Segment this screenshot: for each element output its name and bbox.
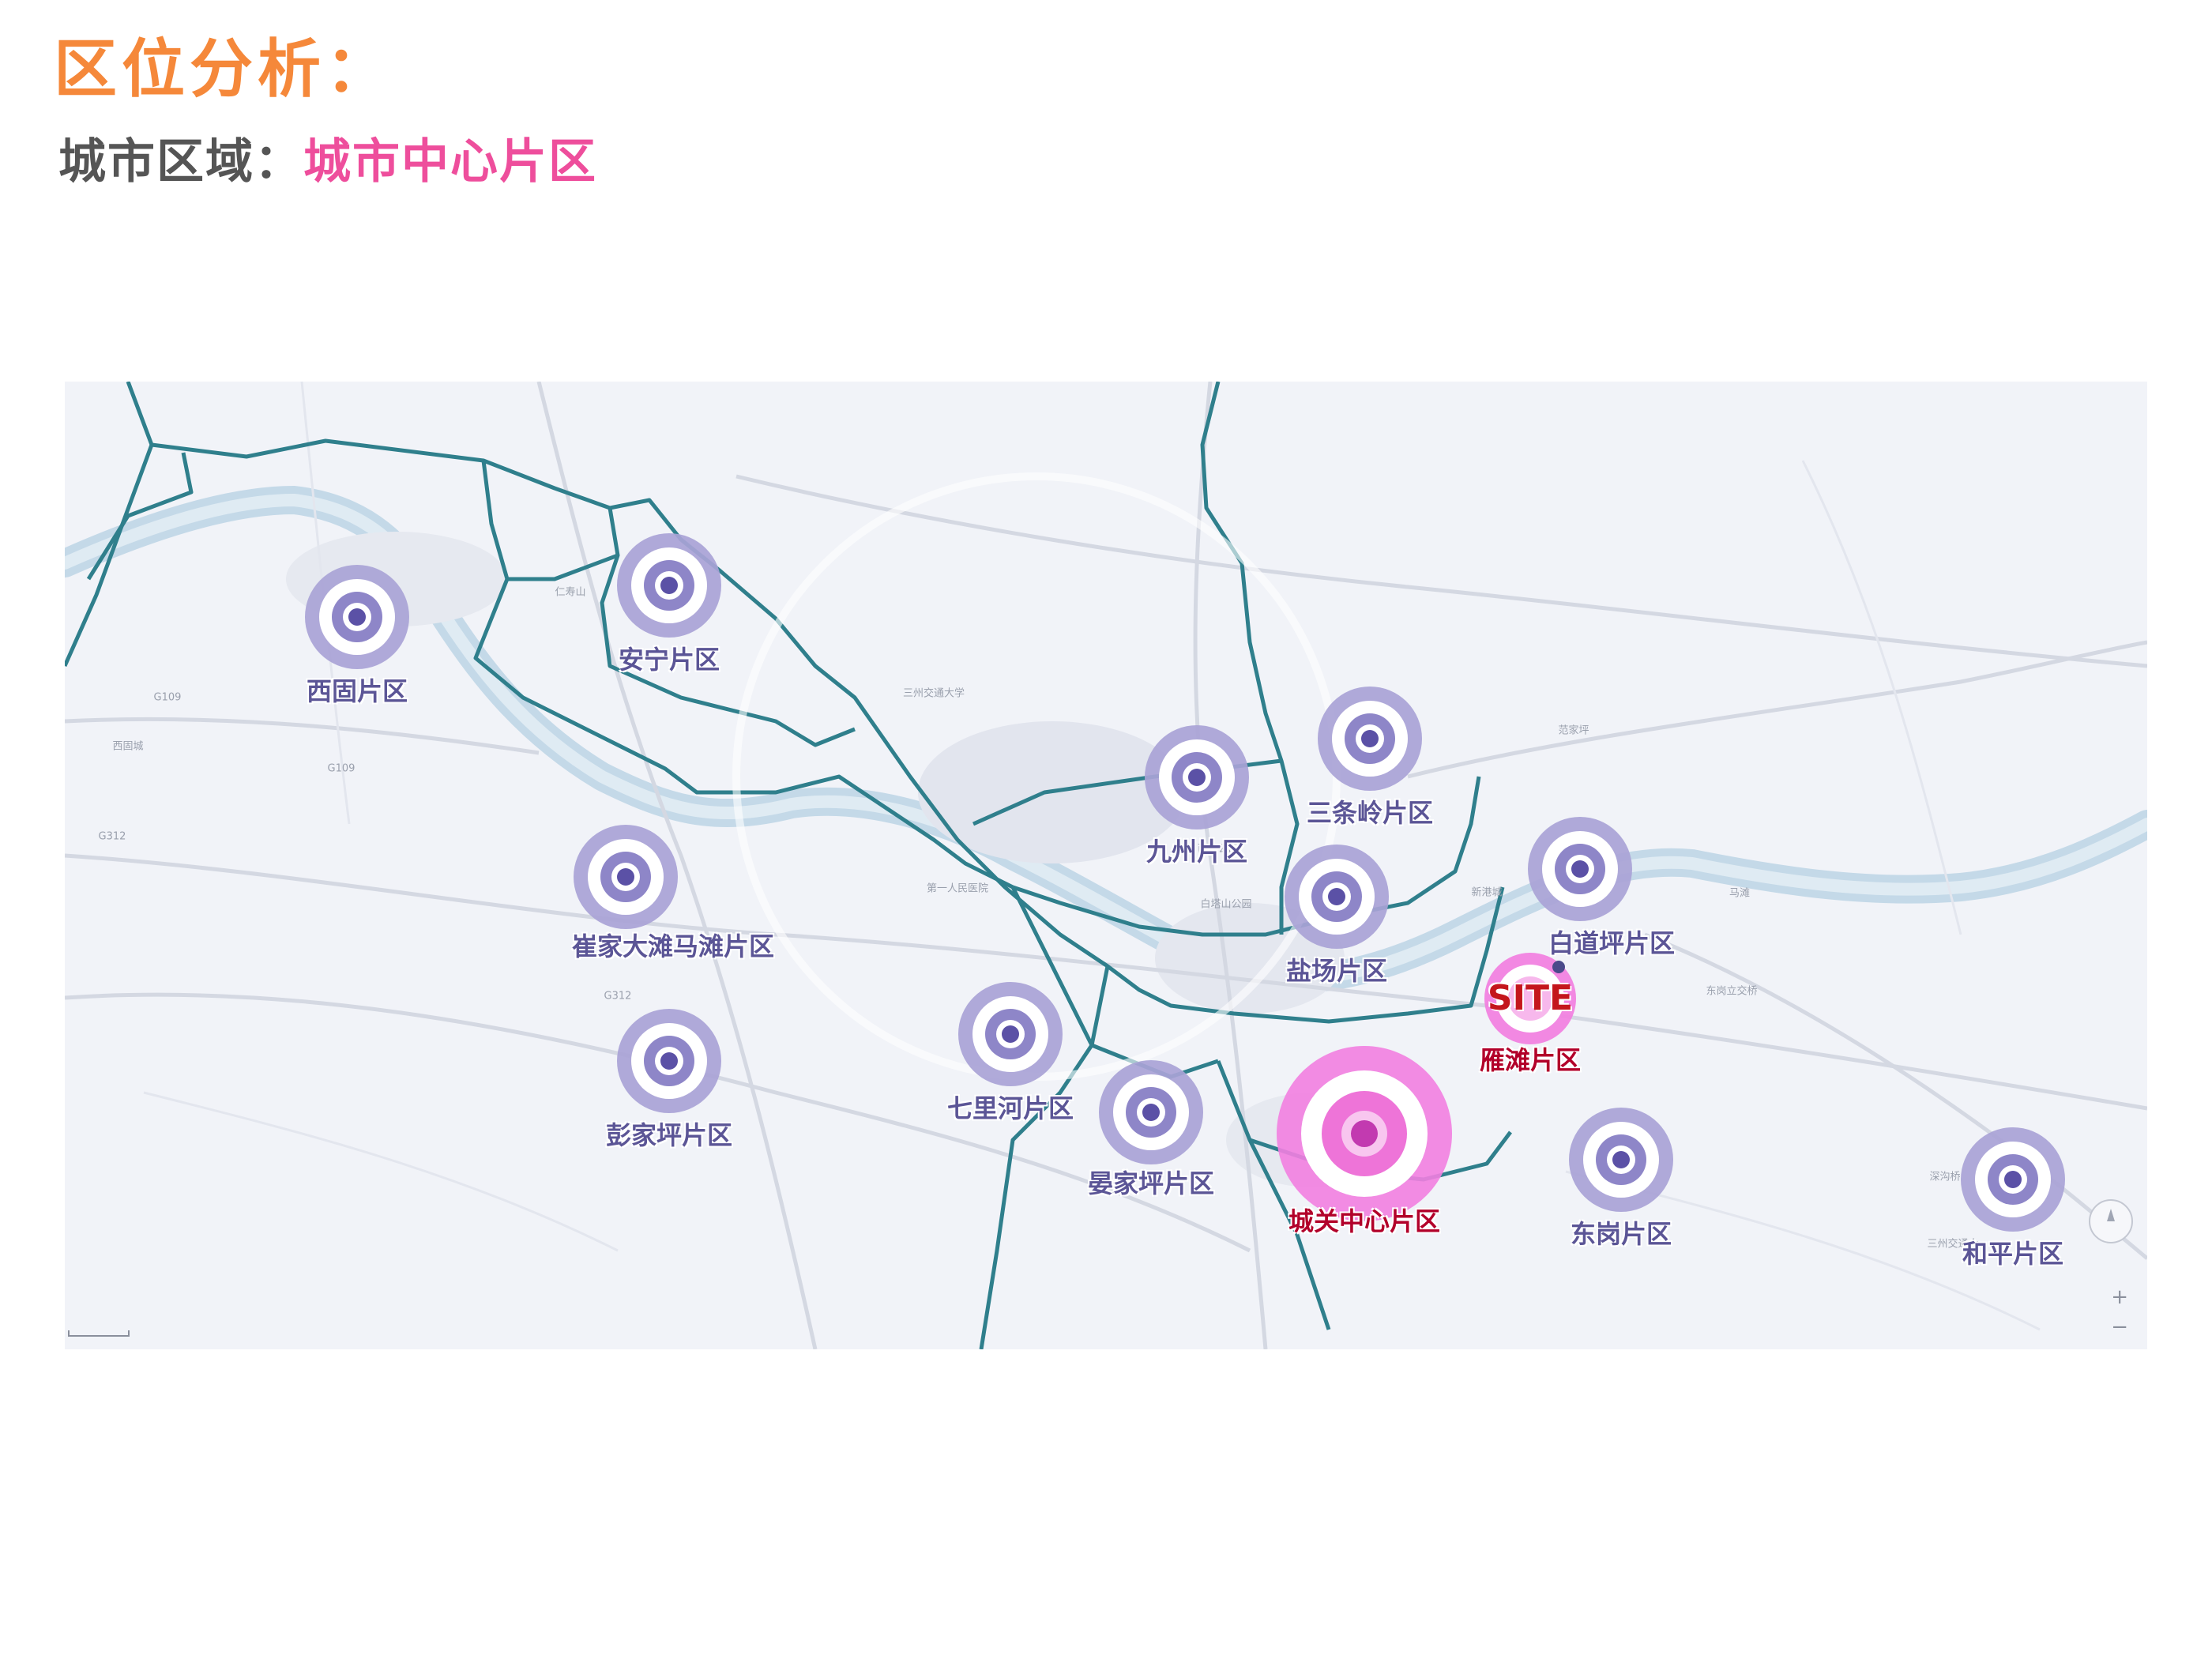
district-label: 西固片区 [306,676,408,706]
district-marker [660,577,678,594]
compass-icon[interactable] [2089,1199,2133,1243]
place-label: G312 [98,830,126,843]
district-label: 白道坪片区 [1548,928,1676,958]
district-marker [660,1052,678,1070]
site-text: SITE [1487,978,1574,1018]
subtitle-value: 城市中心片区 [303,134,597,190]
place-label: 范家坪 [1558,724,1589,737]
place-label: 东岗立交桥 [1706,985,1758,998]
district-label: 东岗片区 [1570,1219,1672,1249]
place-label: 新港城 [1471,886,1503,899]
place-label: 马滩 [1729,887,1751,900]
place-label: G109 [153,691,182,704]
district-label: 城关中心片区 [1288,1206,1441,1236]
place-label: 三州交通大学 [902,687,965,700]
place-label: 仁寿山 [555,586,586,599]
district-label: 彭家坪片区 [605,1120,733,1150]
district-label: 晏家坪片区 [1087,1168,1215,1198]
site-label: 雁滩片区 [1479,1045,1582,1075]
zoom-in-button[interactable]: + [2111,1285,2128,1309]
site-dot [1552,961,1565,973]
district-marker [1328,888,1345,905]
district-label: 崔家大滩马滩片区 [571,931,775,961]
district-label: 七里河片区 [946,1093,1074,1123]
place-label: G312 [604,990,632,1003]
map-canvas[interactable]: G109 G109 G312 G312 西固城 三州交通大学 第一人民医院 白塔… [65,382,2147,1349]
district-label: 盐场片区 [1285,956,1388,986]
center-marker [1351,1120,1378,1147]
place-label: G109 [327,762,356,775]
place-label: 白塔山公园 [1200,898,1252,911]
district-label: 和平片区 [1962,1239,2064,1269]
zoom-out-button[interactable]: − [2111,1315,2128,1339]
district-marker [1188,769,1206,786]
map-base-layer [65,382,2147,1349]
district-marker [1142,1104,1160,1121]
district-label: 安宁片区 [618,645,720,675]
scale-bar [68,1330,130,1337]
page-title: 区位分析： [54,32,393,106]
place-label: 三州交通大 [1927,1238,1979,1251]
district-label: 三条岭片区 [1306,798,1434,828]
district-marker [1361,730,1379,747]
district-label: 九州片区 [1146,837,1248,867]
place-label: 深沟桥 [1929,1171,1961,1183]
district-marker [348,608,366,626]
district-marker [1612,1151,1630,1168]
district-marker [1571,860,1589,878]
district-marker [1002,1025,1019,1043]
place-label: 西湖公园 [1197,843,1240,856]
place-label: 西固城 [112,740,144,753]
district-marker [2004,1171,2022,1188]
place-label: 第一人民医院 [926,882,989,895]
subtitle-label: 城市区域： [58,134,303,190]
subtitle: 城市区域：城市中心片区 [58,138,597,186]
district-marker [617,868,634,886]
